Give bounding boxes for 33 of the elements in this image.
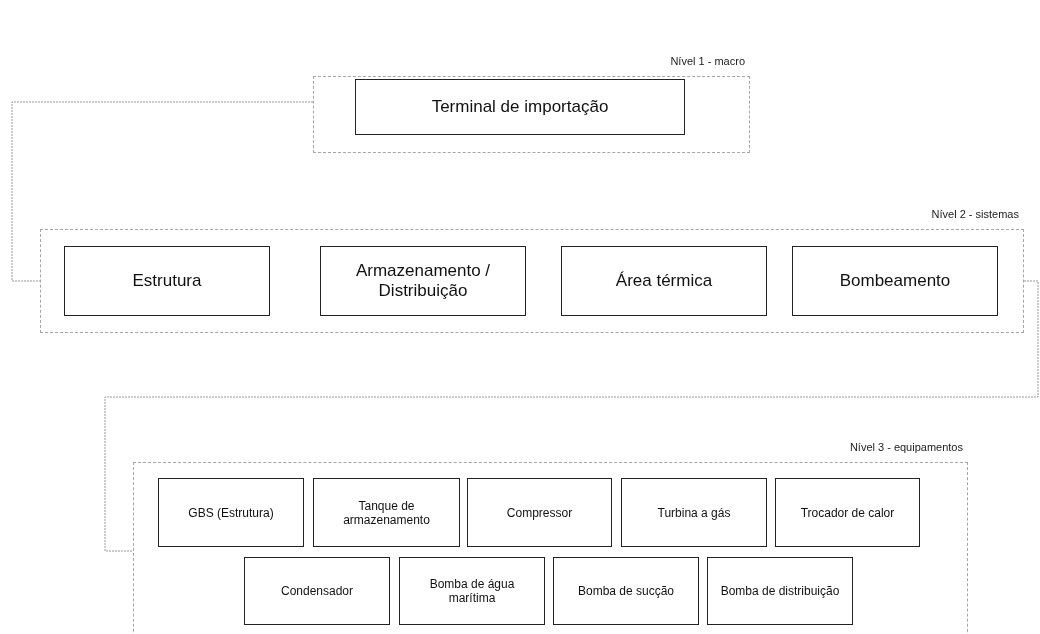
component-box	[158, 478, 304, 547]
connector-line	[11, 101, 314, 282]
component-label: Turbina a gás	[657, 505, 731, 520]
component-label: Condensador	[280, 584, 354, 598]
component-label: Estrutura	[132, 271, 202, 291]
component-label: Bomba de sucção	[577, 584, 675, 598]
component-box	[64, 246, 270, 316]
component-label: Bomba de distribuição	[720, 584, 840, 598]
level-heading: Nível 3 - equipamentos	[849, 441, 963, 453]
component-label: Armazenamento / Distribuição	[354, 261, 492, 301]
component-box	[707, 557, 853, 625]
component-box	[792, 246, 998, 316]
level-heading: Nível 2 - sistemas	[931, 208, 1019, 220]
component-box	[244, 557, 390, 625]
connector-line	[104, 280, 1039, 552]
component-label: GBS (Estrutura)	[188, 505, 274, 520]
component-box	[561, 246, 767, 316]
component-box	[320, 246, 526, 316]
component-box	[399, 557, 545, 625]
component-label: Bombeamento	[839, 271, 951, 291]
level-heading: Nível 1 - macro	[670, 55, 745, 67]
component-label: Compressor	[506, 505, 573, 520]
component-label: Tanque de armazenamento	[342, 498, 431, 527]
component-box	[313, 478, 460, 547]
component-box	[621, 478, 767, 547]
component-label: Bomba de água marítima	[428, 577, 516, 605]
component-box	[355, 79, 685, 135]
component-box	[775, 478, 920, 547]
component-label: Trocador de calor	[800, 505, 895, 520]
component-label: Área térmica	[615, 271, 713, 291]
component-box	[553, 557, 699, 625]
component-box	[467, 478, 612, 547]
component-label: Terminal de importação	[431, 97, 609, 117]
